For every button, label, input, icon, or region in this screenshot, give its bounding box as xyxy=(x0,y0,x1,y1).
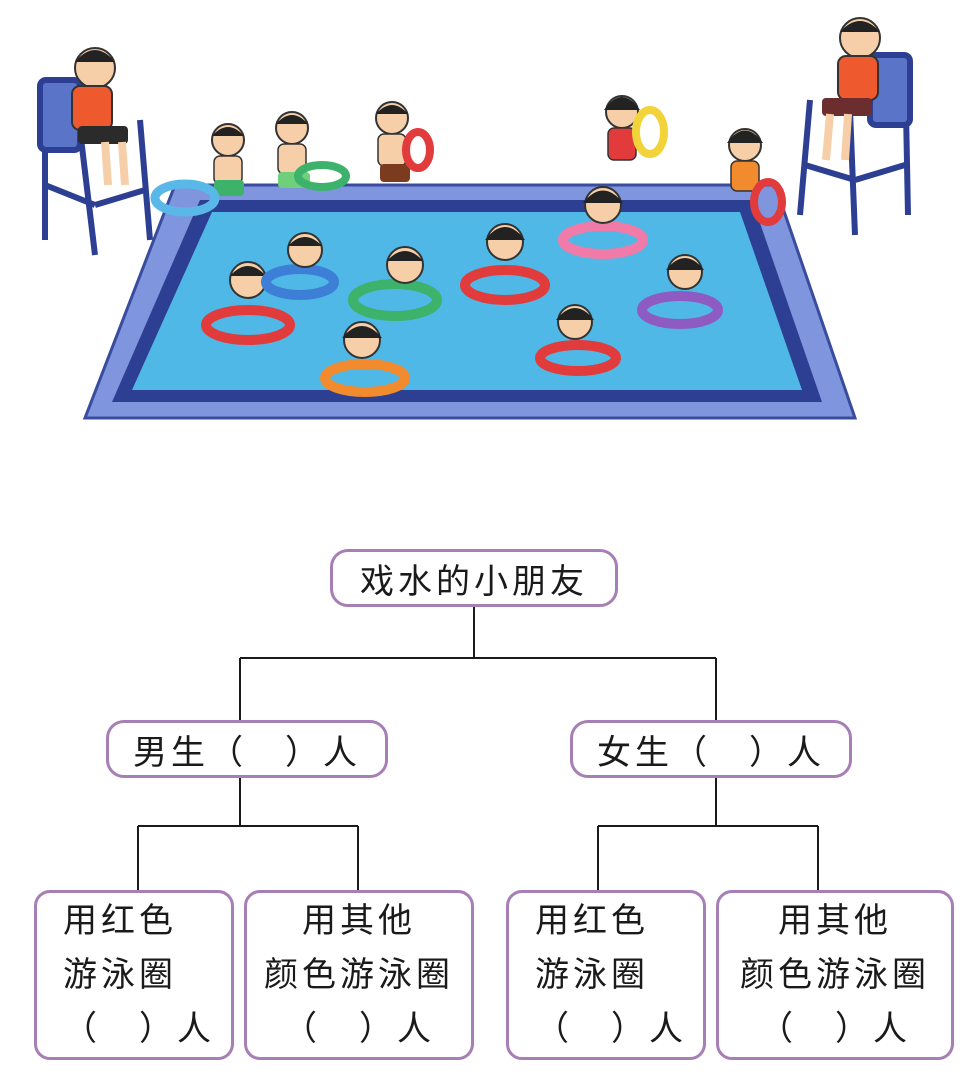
girls-other-ring-node: 用其他 颜色游泳圈 （ ）人 xyxy=(716,890,954,1060)
root-label: 戏水的小朋友 xyxy=(360,561,588,602)
boys-label: 男生（ ）人 xyxy=(133,732,361,773)
swimmer-1 xyxy=(201,261,295,345)
ring-red-edge-2 xyxy=(750,178,786,226)
lifeguard-left xyxy=(71,47,129,186)
swimmer-4 xyxy=(320,321,410,397)
girls-red-line-1: 用红色 xyxy=(535,901,649,941)
swimmer-7 xyxy=(637,254,723,329)
swimmer-6 xyxy=(558,186,648,259)
child-edge-2 xyxy=(275,111,310,188)
ring-white-edge xyxy=(150,179,220,217)
boys-other-ring-node: 用其他 颜色游泳圈 （ ）人 xyxy=(244,890,474,1060)
girls-other-line-1: 用其他 xyxy=(778,901,892,941)
ring-yellow-edge xyxy=(632,106,668,158)
root-node: 戏水的小朋友 xyxy=(330,549,618,607)
pool-illustration xyxy=(37,17,913,420)
girls-red-ring-node: 用红色 游泳圈 （ ）人 xyxy=(506,890,706,1060)
swimmer-5 xyxy=(460,223,550,305)
boys-node: 男生（ ）人 xyxy=(106,720,388,778)
boys-other-line-1: 用其他 xyxy=(302,901,416,941)
boys-red-line-2: 游泳圈 xyxy=(63,955,177,995)
boys-red-ring-node: 用红色 游泳圈 （ ）人 xyxy=(34,890,234,1060)
lifeguard-chair-left xyxy=(37,77,153,256)
swimmer-3 xyxy=(348,246,442,321)
swimmer-8 xyxy=(535,304,621,376)
boys-other-line-2: 颜色游泳圈 xyxy=(264,955,454,995)
girls-other-line-3: （ ）人 xyxy=(759,1009,911,1049)
girls-red-line-3: （ ）人 xyxy=(535,1009,687,1049)
child-edge-1 xyxy=(211,123,245,196)
ring-green-edge xyxy=(294,161,350,191)
child-edge-3 xyxy=(375,101,410,182)
child-edge-5 xyxy=(727,128,763,192)
boys-red-line-1: 用红色 xyxy=(63,901,177,941)
girls-other-line-2: 颜色游泳圈 xyxy=(740,955,930,995)
swimmer-2 xyxy=(261,232,339,300)
girls-node: 女生（ ）人 xyxy=(570,720,852,778)
boys-red-line-3: （ ）人 xyxy=(63,1009,215,1049)
ring-red-edge xyxy=(402,128,434,172)
girls-red-line-2: 游泳圈 xyxy=(535,955,649,995)
lifeguard-right xyxy=(822,17,881,161)
girls-label: 女生（ ）人 xyxy=(597,732,825,773)
boys-other-line-3: （ ）人 xyxy=(283,1009,435,1049)
